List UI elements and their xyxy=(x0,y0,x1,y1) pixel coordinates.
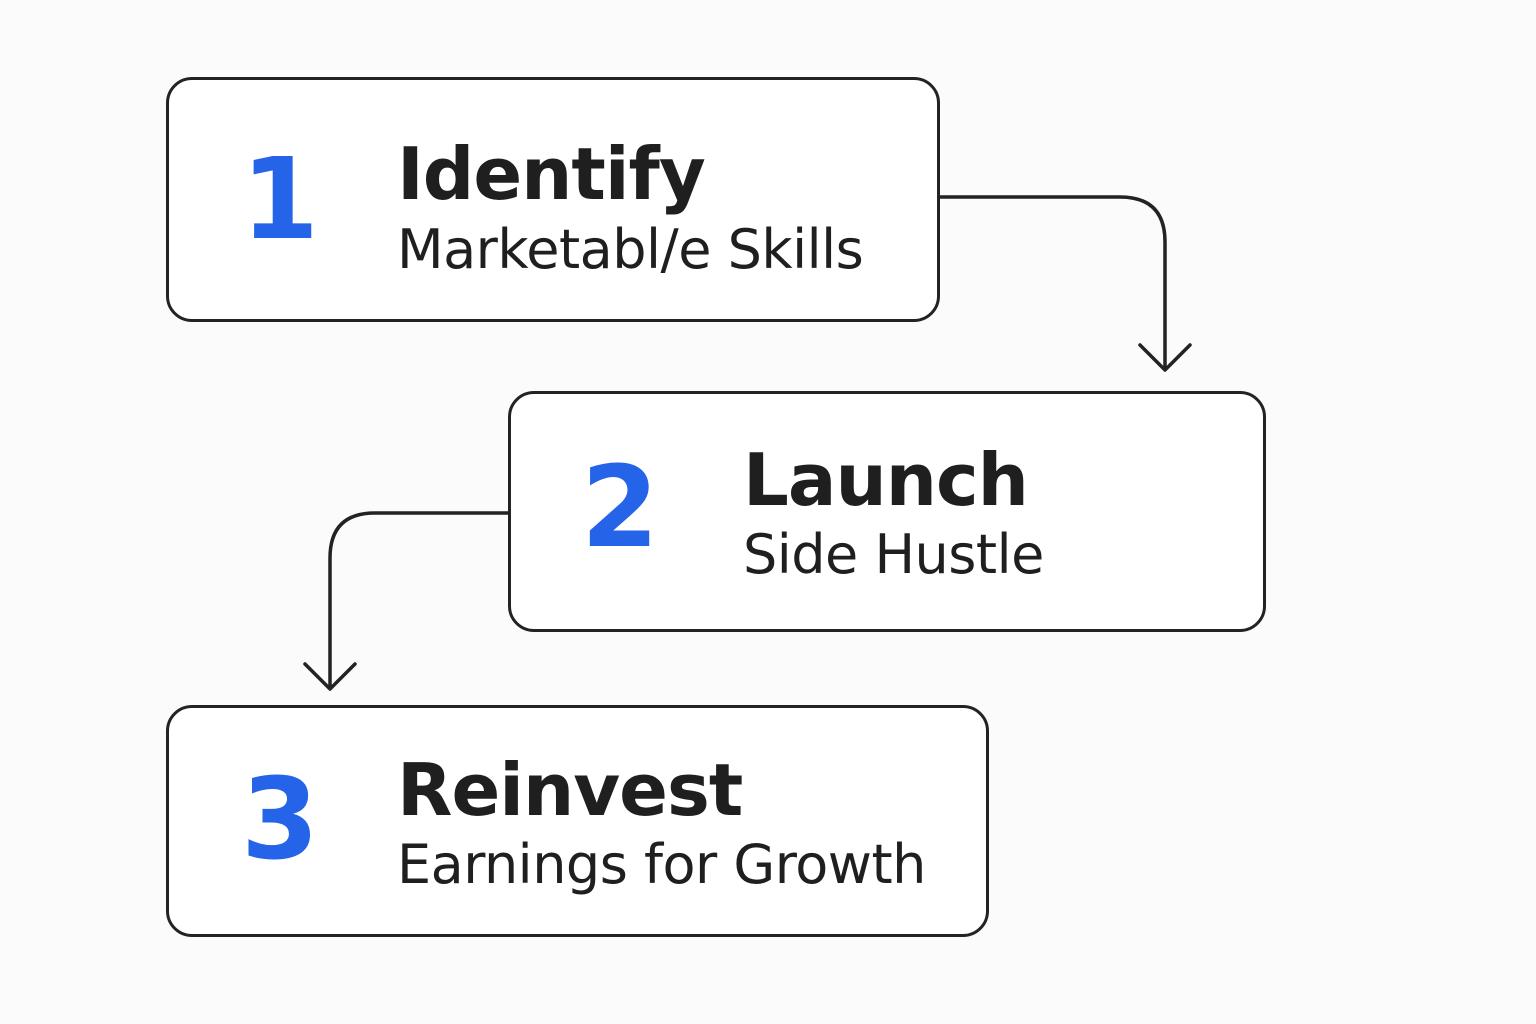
connector-step2-to-step3 xyxy=(328,511,510,690)
step-subtitle: Marketabl/e Skills xyxy=(397,218,864,281)
step-title: Identify xyxy=(397,132,706,216)
arrowhead-down-icon xyxy=(1138,343,1192,372)
step-card-3: 3 Reinvest Earnings for Growth xyxy=(166,705,989,937)
step-number: 2 xyxy=(581,443,659,573)
step-title: Reinvest xyxy=(397,748,743,832)
step-title: Launch xyxy=(743,438,1029,522)
connector-step1-to-step2 xyxy=(938,195,1167,370)
step-number: 3 xyxy=(241,755,319,885)
step-card-2: 2 Launch Side Hustle xyxy=(508,391,1266,632)
step-number: 1 xyxy=(241,135,319,265)
step-subtitle: Side Hustle xyxy=(743,523,1044,586)
arrowhead-down-icon xyxy=(303,662,357,691)
step-subtitle: Earnings for Growth xyxy=(397,833,926,896)
step-card-1: 1 Identify Marketabl/e Skills xyxy=(166,77,940,322)
